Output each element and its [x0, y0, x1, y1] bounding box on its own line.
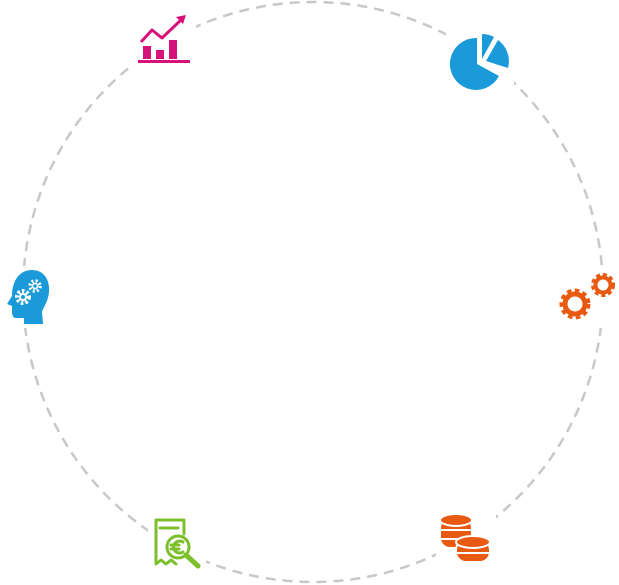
gears-icon — [559, 273, 615, 320]
node-audit — [148, 514, 206, 572]
coin-stacks-icon — [439, 513, 491, 563]
head-gears-icon — [7, 270, 50, 324]
node-analytics — [132, 12, 196, 68]
node-process — [553, 268, 619, 328]
pie-chart-icon — [449, 33, 509, 90]
bar-chart-trend-icon — [138, 15, 190, 63]
node-reporting — [446, 28, 514, 94]
euro-receipt-magnifier-icon — [154, 518, 201, 569]
node-finance — [436, 510, 496, 566]
node-expertise — [2, 266, 52, 328]
